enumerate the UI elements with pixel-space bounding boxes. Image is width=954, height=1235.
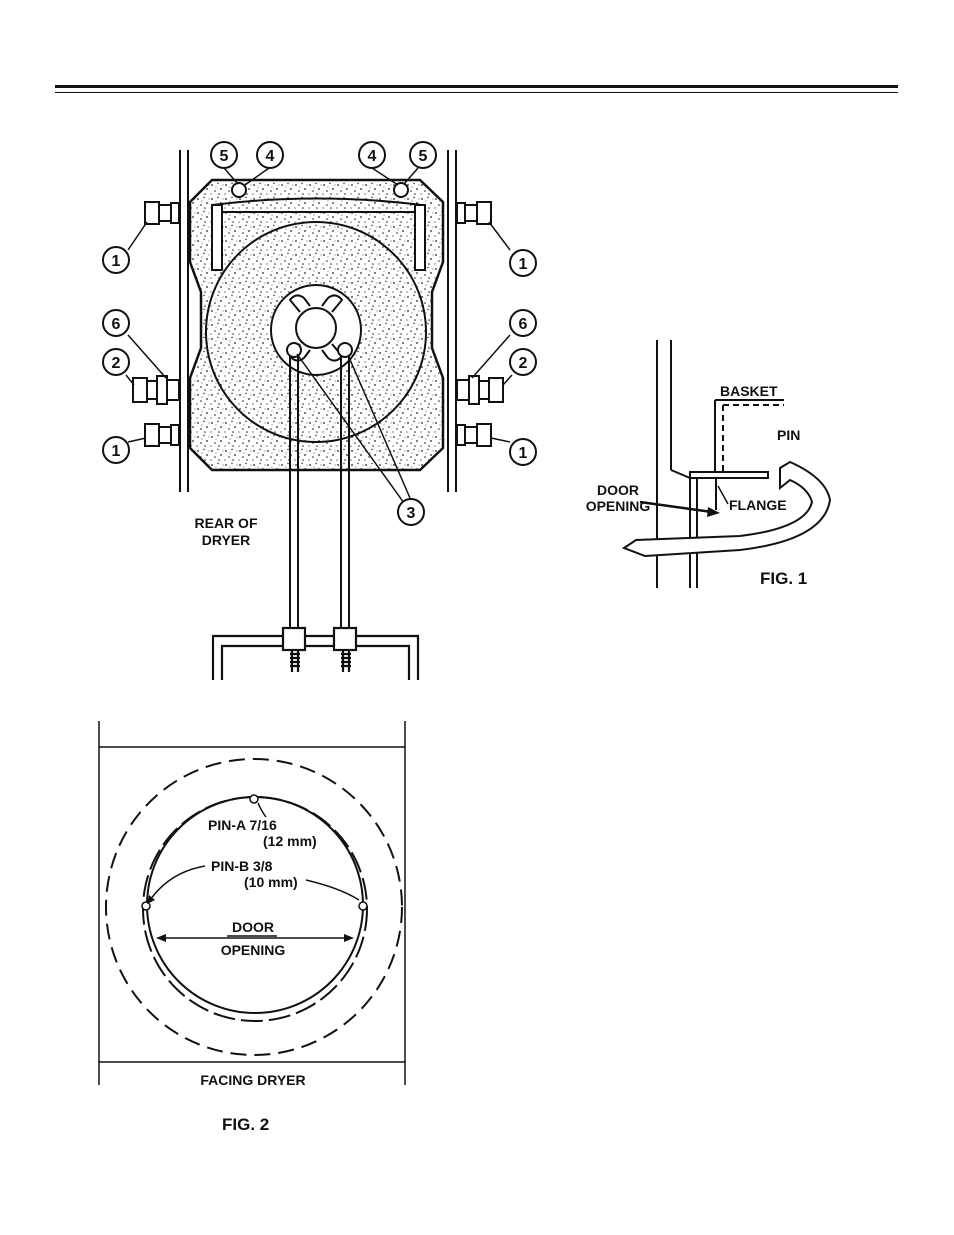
- callout-5-right: 5: [419, 148, 428, 165]
- fig2-caption: FIG. 2: [222, 1115, 269, 1134]
- screw-5-left: [231, 182, 247, 198]
- fig2-diagram: PIN-A 7/16 (12 mm) PIN-B 3/8 (10 mm) DOO…: [98, 721, 406, 1134]
- callout-4-left: 4: [266, 148, 275, 165]
- facing-dryer-label: FACING DRYER: [200, 1072, 305, 1088]
- rear-of-dryer-label-line1: REAR OF: [195, 515, 258, 531]
- rotation-arrow: [621, 460, 832, 558]
- side-bolt-mid-right: [456, 375, 504, 405]
- top-bracket: [211, 197, 426, 271]
- callout-1-upper-left: 1: [112, 253, 121, 270]
- callout-2-right: 2: [519, 355, 528, 372]
- callout-5-right-circle: [409, 141, 437, 169]
- callout-1-lower-right-circle: [509, 438, 537, 466]
- callout-1-lower-left: 1: [112, 443, 121, 460]
- fig1-door-label-line2: OPENING: [586, 498, 651, 514]
- fig1-diagram: BASKET PIN DOOR OPENING FLANGE FIG. 1: [586, 340, 832, 588]
- fig1-basket-label: BASKET: [720, 383, 778, 399]
- callout-2-left-circle: [102, 348, 130, 376]
- fig1-flange-label: FLANGE: [729, 497, 787, 513]
- side-bolt-mid-left: [132, 375, 180, 405]
- fig2-door-label-line2: OPENING: [221, 942, 286, 958]
- fig1-pin-label: PIN: [777, 427, 800, 443]
- pin-b-left-marker: [141, 901, 151, 911]
- side-bolt-upper-right: [456, 201, 492, 225]
- pin-a-marker: [249, 794, 259, 804]
- callout-1-upper-right-circle: [509, 249, 537, 277]
- callout-4-right: 4: [368, 148, 377, 165]
- callout-2-right-circle: [509, 348, 537, 376]
- puller-rods: [289, 356, 350, 632]
- callout-1-lower-left-circle: [102, 436, 130, 464]
- callout-6-left-circle: [102, 309, 130, 337]
- pin-a-label-line1: PIN-A 7/16: [208, 817, 277, 833]
- side-bolt-lower-right: [456, 423, 492, 447]
- pin-a-label-line2: (12 mm): [263, 833, 317, 849]
- callout-1-lower-right: 1: [519, 445, 528, 462]
- callout-5-left: 5: [220, 148, 229, 165]
- callout-1-upper-right: 1: [519, 256, 528, 273]
- pin-b-right-marker: [358, 901, 368, 911]
- callout-4-left-circle: [256, 141, 284, 169]
- callout-3-circle: [397, 498, 425, 526]
- screw-5-right: [393, 182, 409, 198]
- bolt-hole-right: [337, 342, 353, 358]
- callout-4-right-circle: [358, 141, 386, 169]
- fig1-caption: FIG. 1: [760, 569, 807, 588]
- callout-6-right: 6: [519, 316, 528, 333]
- hub-spider: [288, 294, 344, 362]
- pin-b-label-line1: PIN-B 3/8: [211, 858, 273, 874]
- pin-b-label-line2: (10 mm): [244, 874, 298, 890]
- callout-leaders: [125, 167, 513, 504]
- puller-bar: [211, 626, 420, 680]
- callout-5-left-circle: [210, 141, 238, 169]
- header-rule-thick: [55, 85, 898, 88]
- outer-dashed-circle: [105, 758, 403, 1056]
- callout-3: 3: [407, 505, 416, 522]
- callout-6-right-circle: [509, 309, 537, 337]
- rear-of-dryer-label-line2: DRYER: [202, 532, 251, 548]
- header-rule-thin: [55, 92, 898, 93]
- callout-2-left: 2: [112, 355, 121, 372]
- fig2-door-label-line1: DOOR: [232, 919, 274, 935]
- side-bolt-lower-left: [144, 423, 180, 447]
- callout-1-upper-left-circle: [102, 246, 130, 274]
- bolt-hole-left: [286, 342, 302, 358]
- callout-6-left: 6: [112, 316, 121, 333]
- rear-view-diagram: 5 4 4 5 1 1 6 6 2 2 1 1 3 REAR OF DRYER: [102, 141, 537, 680]
- side-bolt-upper-left: [144, 201, 180, 225]
- fig1-door-label-line1: DOOR: [597, 482, 639, 498]
